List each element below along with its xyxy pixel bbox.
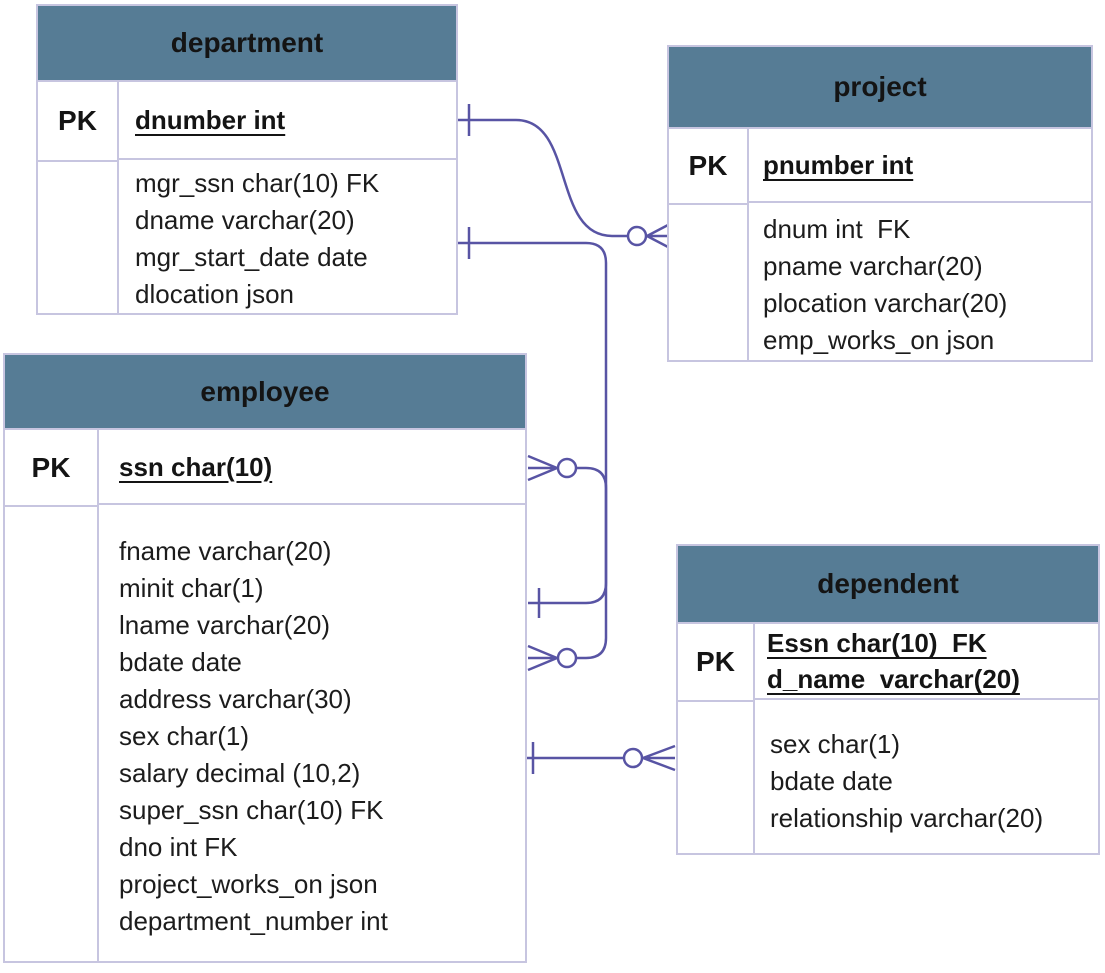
table-project-fields: dnum int FK pname varchar(20) plocation va… xyxy=(749,203,1091,360)
table-dependent-pk-label: PK xyxy=(678,624,753,702)
relationship-department-project xyxy=(457,104,669,249)
zero-circle-marker xyxy=(556,647,578,669)
field-text: minit char(1) xyxy=(119,573,264,603)
pk-spacer xyxy=(669,205,747,360)
crow-foot-marker xyxy=(527,454,558,482)
pk-spacer xyxy=(38,162,117,313)
crow-foot-marker xyxy=(642,744,676,772)
table-project-title: project xyxy=(669,47,1091,129)
field-text: mgr_ssn char(10) FK xyxy=(135,168,380,198)
table-department-pk-label: PK xyxy=(38,82,117,162)
table-employee-pk-label: PK xyxy=(5,430,97,507)
field-text: sex char(1) xyxy=(770,729,901,759)
table-department-fields: mgr_ssn char(10) FK dname varchar(20) mgr_… xyxy=(119,160,456,313)
field-text: super_ssn char(10) FK xyxy=(119,795,384,825)
table-employee: employee PK ssn char(10) fname varchar(2… xyxy=(3,353,527,963)
field-text: dlocation json xyxy=(135,279,294,309)
table-employee-pk-fields: ssn char(10) xyxy=(99,430,525,505)
field-text: fname varchar(20) xyxy=(119,536,332,566)
field-text: dno int FK xyxy=(119,832,238,862)
field-text: sex char(1) xyxy=(119,721,250,751)
field-text: emp_works_on json xyxy=(763,325,995,355)
field-text: Essn char(10) FK xyxy=(767,628,987,658)
field-text: address varchar(30) xyxy=(119,684,352,714)
table-dependent-fields: sex char(1) bdate date relationship varcha… xyxy=(755,700,1098,853)
pk-spacer xyxy=(678,702,753,853)
crow-foot-marker xyxy=(646,223,669,249)
table-dependent: dependent PK Essn char(10) FK d_name varc… xyxy=(676,544,1100,855)
table-project: project PK pnumber int dnum int FK pname … xyxy=(667,45,1093,362)
field-text: relationship varchar(20) xyxy=(770,803,1044,833)
pk-spacer xyxy=(5,507,97,961)
field-text: department_number int xyxy=(119,906,388,936)
table-department-title: department xyxy=(38,6,456,82)
field-text: dnum int FK xyxy=(763,214,911,244)
field-text: project_works_on json xyxy=(119,869,378,899)
table-dependent-pk-fields: Essn char(10) FK d_name varchar(20) xyxy=(755,624,1098,700)
crow-foot-marker xyxy=(527,644,558,672)
table-project-pk-label: PK xyxy=(669,129,747,205)
field-text: salary decimal (10,2) xyxy=(119,758,361,788)
relationship-employee-dependent xyxy=(527,742,676,774)
zero-circle-marker xyxy=(556,457,578,479)
field-text: ssn char(10) xyxy=(119,451,273,482)
zero-circle-marker xyxy=(622,747,644,769)
field-text: plocation varchar(20) xyxy=(763,288,1008,318)
table-employee-title: employee xyxy=(5,355,525,430)
field-text: dnumber int xyxy=(135,105,286,135)
field-text: pname varchar(20) xyxy=(763,251,983,281)
connector-line xyxy=(457,118,628,238)
field-text: lname varchar(20) xyxy=(119,610,330,640)
field-text: pnumber int xyxy=(763,150,914,180)
field-text: d_name varchar(20) xyxy=(767,664,1020,694)
relationship-employee-self xyxy=(527,454,608,618)
table-department: department PK dnumber int mgr_ssn char(1… xyxy=(36,4,458,315)
zero-circle-marker xyxy=(626,225,648,247)
table-department-pk-fields: dnumber int xyxy=(119,82,456,160)
table-employee-fields: fname varchar(20) minit char(1) lname varc… xyxy=(99,505,525,961)
field-text: bdate date xyxy=(119,647,242,677)
connector-line xyxy=(528,466,608,605)
field-text: mgr_start_date date xyxy=(135,242,368,272)
field-text: bdate date xyxy=(770,766,893,796)
table-dependent-title: dependent xyxy=(678,546,1098,624)
table-project-pk-fields: pnumber int xyxy=(749,129,1091,203)
field-text: dname varchar(20) xyxy=(135,205,355,235)
